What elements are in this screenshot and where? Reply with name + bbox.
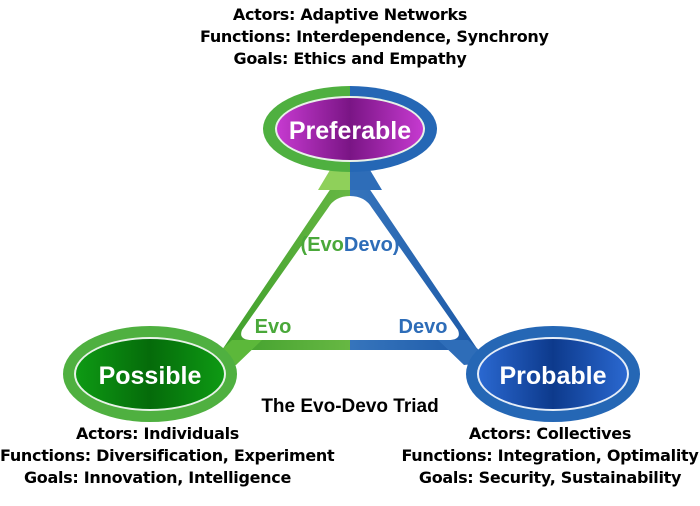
possible-label: Possible bbox=[99, 362, 202, 390]
possible-description: Actors: Individuals Functions: Diversifi… bbox=[0, 423, 335, 489]
probable-ellipse bbox=[479, 339, 627, 409]
node-possible: Possible bbox=[63, 326, 237, 422]
preferable-actors: Actors: Adaptive Networks bbox=[232, 5, 468, 24]
node-probable: Probable bbox=[466, 326, 640, 422]
probable-functions: Functions: Integration, Optimality bbox=[401, 446, 699, 465]
possible-functions: Functions: Diversification, Experiment bbox=[0, 446, 335, 465]
preferable-description: Actors: Adaptive Networks Functions: Int… bbox=[200, 4, 549, 70]
possible-ellipse bbox=[76, 339, 224, 409]
triangle-frame bbox=[208, 160, 492, 365]
node-preferable: Preferable bbox=[263, 86, 437, 172]
preferable-ellipse bbox=[277, 98, 423, 160]
preferable-goals: Goals: Ethics and Empathy bbox=[233, 49, 467, 68]
probable-actors: Actors: Collectives bbox=[468, 424, 632, 443]
possible-goals: Goals: Innovation, Intelligence bbox=[23, 468, 292, 487]
probable-description: Actors: Collectives Functions: Integrati… bbox=[400, 423, 700, 489]
diagram-title: The Evo-Devo Triad bbox=[261, 396, 439, 417]
edge-label-evo: Evo bbox=[255, 316, 292, 338]
possible-actors: Actors: Individuals bbox=[75, 424, 240, 443]
center-label: (EvoDevo) bbox=[301, 234, 400, 256]
probable-label: Probable bbox=[500, 362, 607, 390]
preferable-functions: Functions: Interdependence, Synchrony bbox=[200, 27, 549, 46]
probable-goals: Goals: Security, Sustainability bbox=[418, 468, 682, 487]
edge-label-devo: Devo bbox=[399, 316, 448, 338]
triangle-inner bbox=[241, 196, 459, 340]
preferable-label: Preferable bbox=[289, 117, 411, 145]
